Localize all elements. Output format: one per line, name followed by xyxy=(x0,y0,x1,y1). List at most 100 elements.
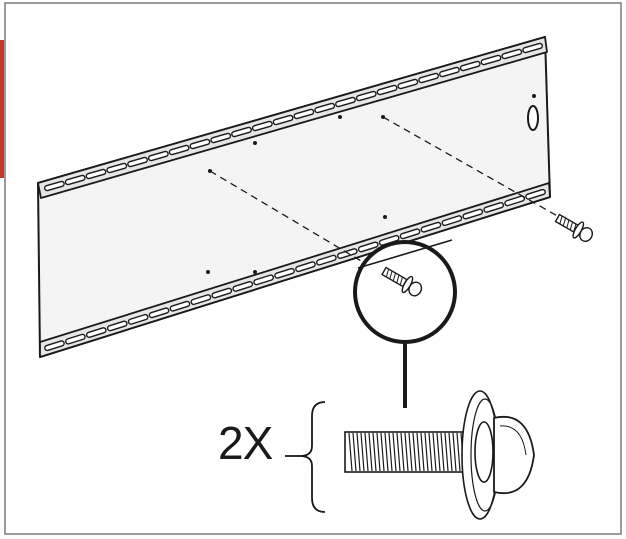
thread-line xyxy=(360,432,365,472)
slot xyxy=(232,281,254,292)
thread-line xyxy=(404,432,409,472)
screw-right xyxy=(554,213,594,242)
bottom-slot-row xyxy=(44,188,546,352)
thread-line xyxy=(444,432,449,472)
quantity-bracket xyxy=(299,401,326,513)
slot xyxy=(168,144,190,156)
thread-line xyxy=(352,432,357,472)
thread-line xyxy=(416,432,421,472)
slot xyxy=(295,261,316,273)
thread-line xyxy=(376,432,381,472)
thread-line xyxy=(428,432,433,472)
slot xyxy=(44,340,65,352)
slot xyxy=(357,241,379,253)
slot xyxy=(355,90,377,102)
mounting-hole xyxy=(383,215,387,219)
slot xyxy=(43,180,65,192)
thread-line xyxy=(436,432,441,472)
slot xyxy=(189,138,211,150)
slot xyxy=(376,84,398,96)
slot xyxy=(525,188,546,200)
slot xyxy=(397,78,419,90)
thread-line xyxy=(384,432,389,472)
slot xyxy=(336,248,358,259)
plate-body xyxy=(37,36,551,358)
slot xyxy=(148,307,170,319)
edge-accent xyxy=(0,40,4,178)
slot xyxy=(439,66,460,78)
thread-line xyxy=(388,432,393,472)
cutout-dot xyxy=(532,94,536,98)
slot xyxy=(65,333,86,345)
slot xyxy=(106,162,128,174)
mounting-hole xyxy=(338,115,342,119)
slot xyxy=(274,267,295,279)
mounting-hole xyxy=(253,270,257,274)
thread-line xyxy=(448,432,453,472)
slot xyxy=(231,126,252,138)
mounting-hole xyxy=(253,141,257,145)
slot xyxy=(272,114,294,126)
slot xyxy=(418,72,440,84)
top-slot-row xyxy=(43,42,544,192)
quantity-label: 2X xyxy=(218,417,273,469)
slot xyxy=(127,156,148,168)
thread-line xyxy=(420,432,425,472)
thread-line xyxy=(372,432,377,472)
mounting-hole xyxy=(206,270,210,274)
slot xyxy=(293,108,315,120)
thread-line xyxy=(408,432,413,472)
slot xyxy=(253,274,274,286)
slot xyxy=(480,54,502,66)
slot xyxy=(522,42,544,54)
slot xyxy=(462,208,484,220)
screw-in-magnifier xyxy=(381,266,423,297)
wall-plate xyxy=(37,36,551,358)
thread-line xyxy=(412,432,417,472)
magnifier xyxy=(353,239,457,344)
thread-line xyxy=(356,432,361,472)
thread-line xyxy=(456,432,461,472)
slot xyxy=(459,60,481,72)
slot xyxy=(85,168,107,180)
slot xyxy=(210,132,232,144)
plate-bottom-flange xyxy=(39,182,551,358)
thread-line xyxy=(424,432,429,472)
thread-line xyxy=(452,432,457,472)
slot xyxy=(316,254,337,266)
guide-lines xyxy=(209,116,569,278)
slot xyxy=(504,195,525,207)
oval-cutout xyxy=(527,105,539,131)
figure-frame xyxy=(4,2,622,535)
slot xyxy=(190,294,212,306)
slot xyxy=(314,102,336,114)
thread-line xyxy=(392,432,397,472)
slot xyxy=(501,48,523,60)
slot xyxy=(251,120,273,132)
bolt-threads xyxy=(348,432,473,472)
slot xyxy=(64,174,86,186)
slot xyxy=(335,96,356,108)
thread-line xyxy=(380,432,385,472)
slot xyxy=(169,300,191,312)
slot xyxy=(420,221,442,233)
slot xyxy=(147,150,169,162)
slot xyxy=(85,327,107,338)
thread-line xyxy=(440,432,445,472)
slot xyxy=(399,228,421,240)
slot xyxy=(127,313,149,325)
slot xyxy=(441,215,463,227)
slot xyxy=(211,287,233,299)
bolt-head xyxy=(493,415,535,495)
slot xyxy=(106,320,128,332)
thread-line xyxy=(400,432,405,472)
lock-washer xyxy=(474,421,494,483)
thread-line xyxy=(348,432,353,472)
thread-line xyxy=(432,432,437,472)
thread-line xyxy=(396,432,401,472)
guide-line-left xyxy=(209,170,389,278)
thread-line xyxy=(364,432,369,472)
slot xyxy=(483,202,505,213)
